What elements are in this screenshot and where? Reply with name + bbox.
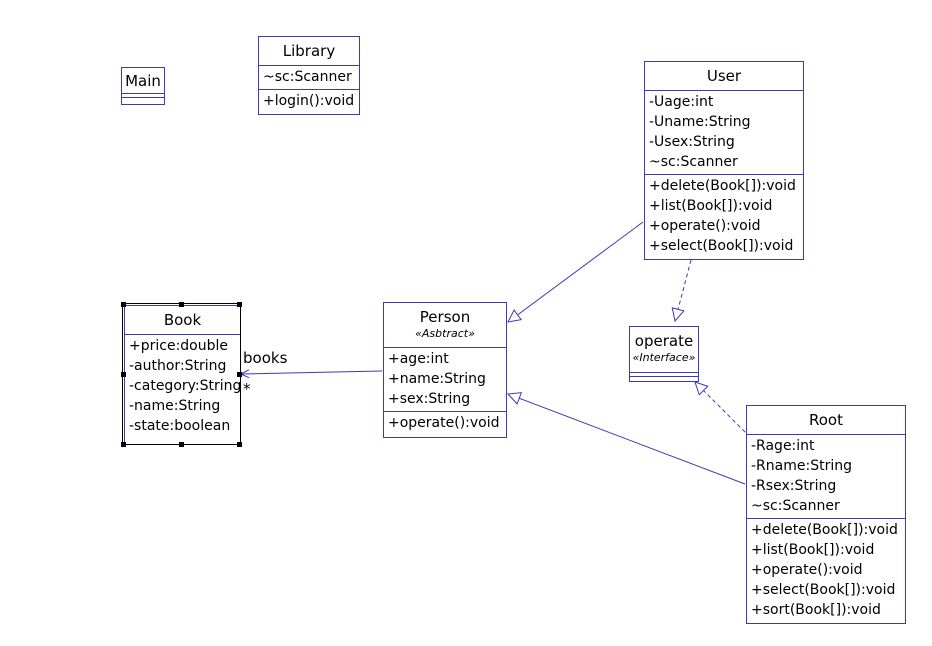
class-root-header: Root bbox=[747, 406, 905, 435]
class-user-header: User bbox=[645, 62, 803, 91]
operation: +operate():void bbox=[649, 218, 761, 234]
class-user[interactable]: User -Uage:int -Uname:String -Usex:Strin… bbox=[644, 61, 804, 260]
class-user-attributes: -Uage:int -Uname:String -Usex:String ~sc… bbox=[645, 91, 803, 175]
class-person-attributes: +age:int +name:String +sex:String bbox=[384, 348, 506, 412]
attribute: +price:double bbox=[129, 338, 229, 354]
class-root[interactable]: Root -Rage:int -Rname:String -Rsex:Strin… bbox=[746, 405, 906, 624]
operation: +operate():void bbox=[751, 562, 863, 578]
attribute: -Rage:int bbox=[751, 438, 815, 454]
class-person-operations: +operate():void bbox=[384, 412, 506, 433]
operation: +select(Book[]):void bbox=[751, 582, 896, 598]
resize-handle[interactable] bbox=[237, 302, 242, 307]
class-main-header: Main bbox=[122, 68, 164, 94]
operation: +operate():void bbox=[388, 415, 500, 431]
operation: +delete(Book[]):void bbox=[649, 178, 796, 194]
association-role-label: books bbox=[243, 349, 288, 367]
attribute: +name:String bbox=[388, 371, 486, 387]
root-person-generalization[interactable] bbox=[508, 394, 746, 485]
class-book-name: Book bbox=[163, 311, 202, 329]
attribute: ~sc:Scanner bbox=[751, 498, 840, 514]
class-person[interactable]: Person «Asbtract» +age:int +name:String … bbox=[383, 302, 507, 438]
class-book-attributes: +price:double -author:String -category:S… bbox=[125, 335, 242, 438]
interface-operate[interactable]: operate «Interface» bbox=[629, 326, 699, 382]
attribute: -category:String bbox=[129, 378, 242, 394]
operation: +list(Book[]):void bbox=[751, 542, 875, 558]
class-user-operations: +delete(Book[]):void +list(Book[]):void … bbox=[645, 175, 803, 256]
attribute: -author:String bbox=[129, 358, 227, 374]
attribute: -Usex:String bbox=[649, 134, 735, 150]
attribute: -Uname:String bbox=[649, 114, 751, 130]
class-library-attributes: ~sc:Scanner bbox=[259, 66, 359, 90]
resize-handle[interactable] bbox=[179, 302, 184, 307]
class-root-attributes: -Rage:int -Rname:String -Rsex:String ~sc… bbox=[747, 435, 905, 519]
attribute: ~sc:Scanner bbox=[649, 154, 738, 170]
operation: +list(Book[]):void bbox=[649, 198, 773, 214]
resize-handle[interactable] bbox=[121, 442, 126, 447]
attribute: -Rsex:String bbox=[751, 478, 837, 494]
class-person-stereotype: «Asbtract» bbox=[415, 327, 475, 340]
person-book-association[interactable] bbox=[241, 371, 383, 374]
class-root-operations: +delete(Book[]):void +list(Book[]):void … bbox=[747, 519, 905, 620]
attribute: -state:boolean bbox=[129, 418, 231, 434]
interface-operate-name: operate bbox=[634, 332, 694, 350]
resize-handle[interactable] bbox=[179, 442, 184, 447]
class-library-name: Library bbox=[282, 42, 336, 60]
user-operate-realization[interactable] bbox=[675, 259, 692, 321]
class-person-name: Person bbox=[419, 308, 471, 326]
interface-operate-attributes bbox=[630, 373, 698, 377]
class-library-header: Library bbox=[259, 37, 359, 66]
resize-handle[interactable] bbox=[237, 372, 242, 377]
operation: +delete(Book[]):void bbox=[751, 522, 898, 538]
class-user-name: User bbox=[706, 67, 742, 85]
class-root-name: Root bbox=[809, 411, 843, 429]
class-book-header: Book bbox=[125, 306, 240, 335]
resize-handle[interactable] bbox=[121, 302, 126, 307]
association-multiplicity-label: * bbox=[243, 380, 251, 398]
class-main[interactable]: Main bbox=[121, 67, 165, 105]
class-person-header: Person «Asbtract» bbox=[384, 303, 506, 348]
attribute: -Uage:int bbox=[649, 94, 714, 110]
interface-operate-operations bbox=[630, 377, 698, 381]
attribute: ~sc:Scanner bbox=[263, 69, 352, 85]
class-main-attributes bbox=[122, 94, 164, 98]
operation: +sort(Book[]):void bbox=[751, 602, 881, 618]
class-library[interactable]: Library ~sc:Scanner +login():void bbox=[258, 36, 360, 115]
attribute: +age:int bbox=[388, 351, 449, 367]
interface-operate-header: operate «Interface» bbox=[630, 327, 698, 373]
user-person-generalization[interactable] bbox=[508, 221, 644, 322]
class-main-operations bbox=[122, 98, 164, 102]
class-book[interactable]: Book +price:double -author:String -categ… bbox=[124, 305, 241, 445]
attribute: +sex:String bbox=[388, 391, 471, 407]
attribute: -Rname:String bbox=[751, 458, 852, 474]
class-library-operations: +login():void bbox=[259, 90, 359, 111]
operation: +select(Book[]):void bbox=[649, 238, 794, 254]
interface-operate-stereotype: «Interface» bbox=[632, 351, 696, 364]
class-main-name: Main bbox=[125, 72, 161, 90]
resize-handle[interactable] bbox=[121, 372, 126, 377]
resize-handle[interactable] bbox=[237, 442, 242, 447]
operation: +login():void bbox=[263, 93, 355, 109]
attribute: -name:String bbox=[129, 398, 221, 414]
